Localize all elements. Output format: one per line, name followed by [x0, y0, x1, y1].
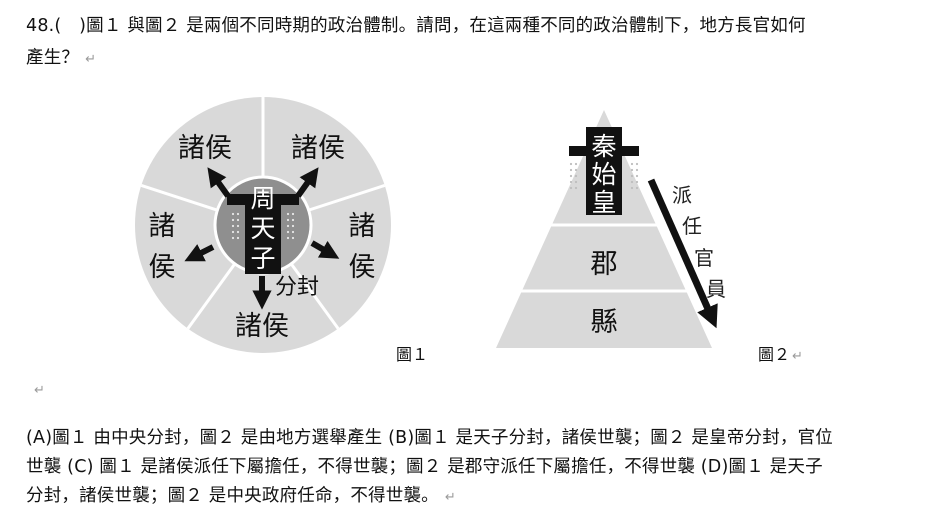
options-text-3: 分封，諸侯世襲；圖２ 是中央政府任命，不得世襲。 — [26, 486, 439, 506]
return-mark-icon: ↵ — [444, 490, 456, 505]
return-mark-icon: ↵ — [85, 52, 97, 67]
options-line-3: 分封，諸侯世襲；圖２ 是中央政府任命，不得世襲。 ↵ — [26, 484, 456, 510]
center-char-1: 周 — [250, 184, 275, 213]
appoint-arrow — [647, 178, 718, 329]
arrow-left — [184, 244, 215, 262]
king-figure: 周 天 子 — [227, 184, 299, 274]
commandery-label: 郡 — [591, 249, 618, 280]
side-char-4: 員 — [706, 277, 726, 301]
top-char-1: 秦 — [591, 132, 616, 161]
vassal-label-top-right: 諸侯 — [291, 133, 345, 164]
vassal-left-char-2: 侯 — [149, 252, 176, 283]
center-char-3: 子 — [250, 244, 275, 273]
center-char-2: 天 — [250, 214, 275, 243]
arrow-right — [310, 240, 340, 259]
options-line-1: (A)圖１ 由中央分封，圖２ 是由地方選舉產生 (B)圖１ 是天子分封，諸侯世襲… — [26, 426, 833, 450]
enfeoff-label: 分封 — [275, 275, 319, 300]
vassal-right-char-1: 諸 — [349, 211, 376, 242]
emperor-figure: 秦 始 皇 — [569, 127, 639, 217]
figure2-pyramid: 秦 始 皇 郡 縣 派 任 官 員 — [496, 110, 726, 348]
question-line-2: 產生？ ↵ — [26, 46, 96, 72]
side-char-1: 派 — [672, 183, 692, 207]
question-text-2: 產生？ — [26, 48, 80, 68]
figure1-wheel: 周 天 子 諸侯 諸侯 諸 侯 諸 侯 諸侯 分封 — [135, 97, 391, 353]
vassal-right-char-2: 侯 — [349, 252, 376, 283]
arrow-up-left — [207, 167, 231, 198]
options-line-2: 世襲 (C) 圖１ 是諸侯派任下屬擔任，不得世襲；圖２ 是郡守派任下屬擔任，不得… — [26, 455, 823, 479]
return-mark-icon: ↵ — [792, 349, 803, 364]
wheel-arrows — [184, 167, 340, 310]
county-label: 縣 — [591, 307, 618, 338]
figure2-caption: 圖２↵ — [758, 345, 803, 367]
arrow-up-right — [295, 167, 319, 198]
side-char-2: 任 — [682, 214, 702, 238]
side-char-3: 官 — [694, 246, 714, 270]
vassal-left-char-1: 諸 — [149, 211, 176, 242]
top-char-2: 始 — [591, 160, 616, 189]
return-mark-icon: ↵ — [34, 383, 45, 398]
top-char-3: 皇 — [591, 188, 616, 217]
figures-svg: 周 天 子 諸侯 諸侯 諸 侯 諸 侯 諸侯 分封 秦 始 — [135, 97, 726, 353]
question-line-1: 48.( )圖１ 與圖２ 是兩個不同時期的政治體制。請問，在這兩種不同的政治體制… — [26, 14, 806, 38]
figure2-caption-text: 圖２ — [758, 345, 791, 364]
vassal-label-bottom: 諸侯 — [235, 311, 289, 342]
options-text-2: 世襲 (C) 圖１ 是諸侯派任下屬擔任，不得世襲；圖２ 是郡守派任下屬擔任，不得… — [26, 457, 823, 477]
figure1-caption: 圖１ — [396, 345, 429, 364]
question-text-1: 48.( )圖１ 與圖２ 是兩個不同時期的政治體制。請問，在這兩種不同的政治體制… — [26, 16, 806, 36]
pyramid-shape — [496, 110, 712, 348]
options-text-1: (A)圖１ 由中央分封，圖２ 是由地方選舉產生 (B)圖１ 是天子分封，諸侯世襲… — [26, 428, 833, 448]
vassal-label-top-left: 諸侯 — [178, 133, 232, 164]
